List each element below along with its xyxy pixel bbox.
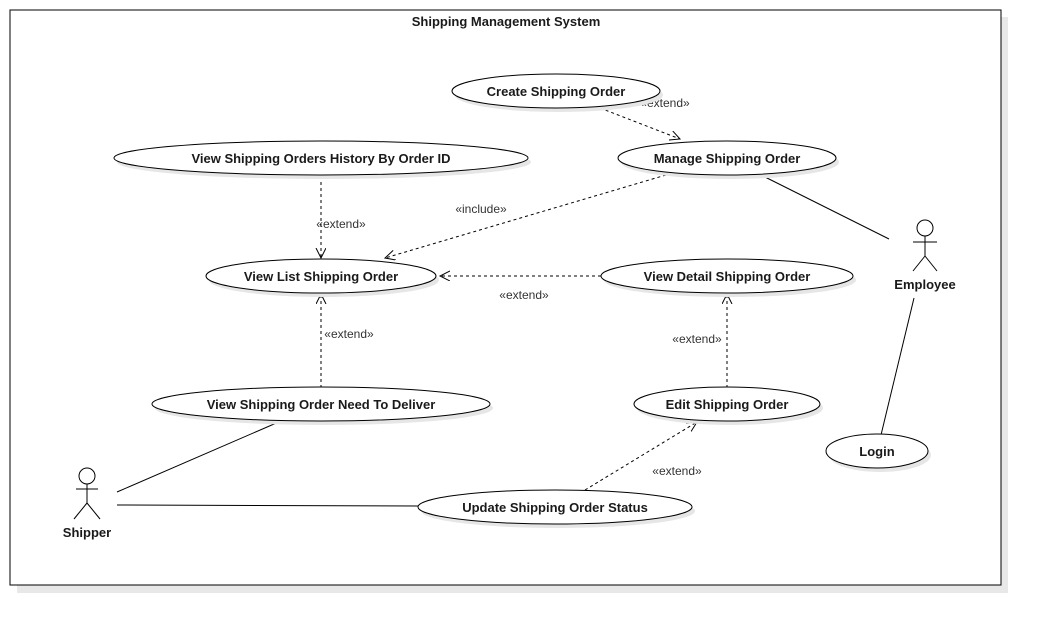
use-case-label: View List Shipping Order bbox=[244, 269, 398, 284]
use-case-login[interactable]: Login bbox=[825, 433, 931, 472]
use-case-label: Update Shipping Order Status bbox=[462, 500, 648, 515]
use-case-manage-order[interactable]: Manage Shipping Order bbox=[617, 140, 839, 179]
extend-create-manage-line bbox=[599, 107, 680, 139]
use-case-view-detail[interactable]: View Detail Shipping Order bbox=[600, 258, 856, 297]
include-manage-list-label: «include» bbox=[455, 202, 507, 216]
actor-label: Employee bbox=[894, 277, 955, 292]
stick-figure-icon bbox=[73, 467, 101, 520]
use-case-label: View Shipping Orders History By Order ID bbox=[191, 151, 450, 166]
actor-employee[interactable]: Employee bbox=[894, 219, 956, 292]
extend-edit-detail-label: «extend» bbox=[672, 332, 722, 346]
association-shipper-deliver bbox=[116, 420, 282, 493]
extend-history-list-label: «extend» bbox=[316, 217, 366, 231]
actor-shipper[interactable]: Shipper bbox=[63, 467, 111, 540]
extend-detail-list-label: «extend» bbox=[499, 288, 549, 302]
association-employee-login bbox=[880, 297, 915, 436]
extend-update-edit-label: «extend» bbox=[652, 464, 702, 478]
use-case-create-order[interactable]: Create Shipping Order bbox=[451, 73, 663, 112]
use-case-label: Edit Shipping Order bbox=[666, 397, 789, 412]
use-case-label: View Detail Shipping Order bbox=[644, 269, 811, 284]
use-case-label: Login bbox=[859, 444, 894, 459]
use-case-label: Create Shipping Order bbox=[487, 84, 626, 99]
extend-update-edit-line bbox=[584, 422, 697, 491]
extend-deliver-list-label: «extend» bbox=[324, 327, 374, 341]
use-case-edit-order[interactable]: Edit Shipping Order bbox=[633, 386, 823, 425]
stick-figure-icon bbox=[912, 219, 938, 272]
association-employee-manage bbox=[762, 175, 890, 240]
use-case-label: Manage Shipping Order bbox=[654, 151, 801, 166]
use-case-view-list[interactable]: View List Shipping Order bbox=[205, 258, 439, 297]
include-manage-list-line bbox=[385, 174, 667, 258]
association-shipper-update bbox=[116, 504, 420, 507]
use-case-history-by-id[interactable]: View Shipping Orders History By Order ID bbox=[113, 140, 531, 179]
use-case-need-to-deliver[interactable]: View Shipping Order Need To Deliver bbox=[151, 386, 493, 425]
actor-label: Shipper bbox=[63, 525, 111, 540]
system-title: Shipping Management System bbox=[412, 14, 601, 29]
use-case-update-status[interactable]: Update Shipping Order Status bbox=[417, 489, 695, 528]
use-case-label: View Shipping Order Need To Deliver bbox=[207, 397, 436, 412]
